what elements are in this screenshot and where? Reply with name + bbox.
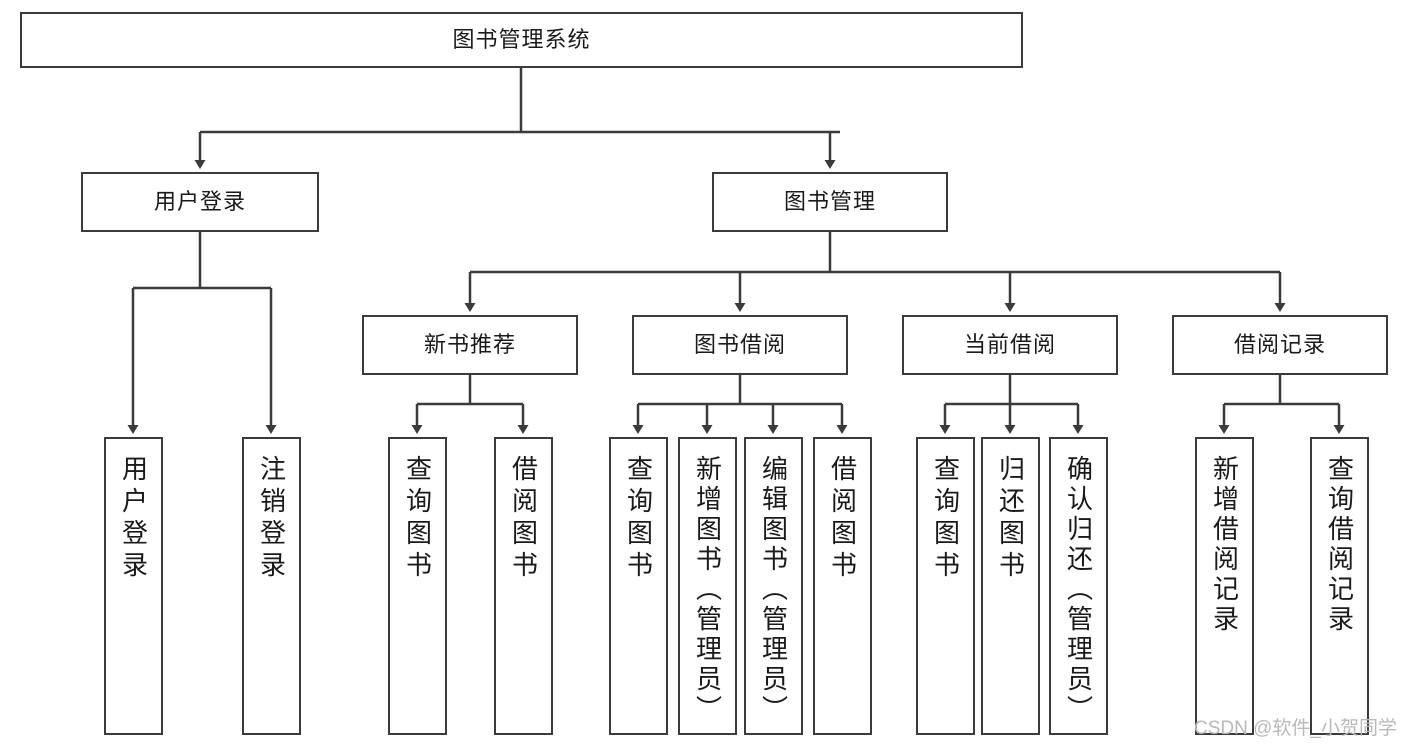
leaf-book-borrow-2-label: 新增图书（管理员） xyxy=(692,455,723,725)
leaf-user-login-1[interactable]: 用户登录 xyxy=(104,437,163,735)
leaf-borrow-record-1-label: 新增借阅记录 xyxy=(1209,455,1240,635)
leaf-current-borrow-3-label: 确认归还（管理员） xyxy=(1063,455,1094,725)
node-borrow-record[interactable]: 借阅记录 xyxy=(1172,315,1388,375)
leaf-user-login-2-label: 注销登录 xyxy=(256,455,287,583)
node-book-manage-label: 图书管理 xyxy=(783,189,876,215)
leaf-current-borrow-1[interactable]: 查询图书 xyxy=(916,437,975,735)
node-root[interactable]: 图书管理系统 xyxy=(20,12,1023,68)
node-new-book[interactable]: 新书推荐 xyxy=(362,315,578,375)
node-new-book-label: 新书推荐 xyxy=(423,332,516,358)
leaf-current-borrow-1-label: 查询图书 xyxy=(930,455,961,583)
node-root-label: 图书管理系统 xyxy=(452,27,591,53)
node-book-manage[interactable]: 图书管理 xyxy=(712,172,948,232)
leaf-current-borrow-3[interactable]: 确认归还（管理员） xyxy=(1049,437,1108,735)
leaf-book-borrow-2[interactable]: 新增图书（管理员） xyxy=(678,437,737,735)
leaf-borrow-record-2[interactable]: 查询借阅记录 xyxy=(1310,437,1369,735)
leaf-user-login-2[interactable]: 注销登录 xyxy=(242,437,301,735)
leaf-book-borrow-3-label: 编辑图书（管理员） xyxy=(758,455,789,725)
leaf-book-borrow-4[interactable]: 借阅图书 xyxy=(813,437,872,735)
leaf-new-book-2[interactable]: 借阅图书 xyxy=(494,437,553,735)
node-current-borrow[interactable]: 当前借阅 xyxy=(902,315,1118,375)
node-book-borrow-label: 图书借阅 xyxy=(693,332,786,358)
watermark: CSDN @软件_小贺同学 xyxy=(1194,718,1397,739)
leaf-book-borrow-4-label: 借阅图书 xyxy=(827,455,858,583)
leaf-new-book-2-label: 借阅图书 xyxy=(508,455,539,583)
leaf-current-borrow-2-label: 归还图书 xyxy=(995,455,1026,583)
node-current-borrow-label: 当前借阅 xyxy=(963,332,1056,358)
leaf-book-borrow-3[interactable]: 编辑图书（管理员） xyxy=(744,437,803,735)
node-user-login[interactable]: 用户登录 xyxy=(81,172,319,232)
node-borrow-record-label: 借阅记录 xyxy=(1233,332,1326,358)
leaf-new-book-1[interactable]: 查询图书 xyxy=(388,437,447,735)
leaf-book-borrow-1[interactable]: 查询图书 xyxy=(609,437,668,735)
leaf-current-borrow-2[interactable]: 归还图书 xyxy=(981,437,1040,735)
leaf-borrow-record-1[interactable]: 新增借阅记录 xyxy=(1195,437,1254,735)
leaf-new-book-1-label: 查询图书 xyxy=(402,455,433,583)
node-book-borrow[interactable]: 图书借阅 xyxy=(632,315,848,375)
node-user-login-label: 用户登录 xyxy=(153,189,246,215)
leaf-user-login-1-label: 用户登录 xyxy=(118,455,149,583)
leaf-book-borrow-1-label: 查询图书 xyxy=(623,455,654,583)
leaf-borrow-record-2-label: 查询借阅记录 xyxy=(1324,455,1355,635)
